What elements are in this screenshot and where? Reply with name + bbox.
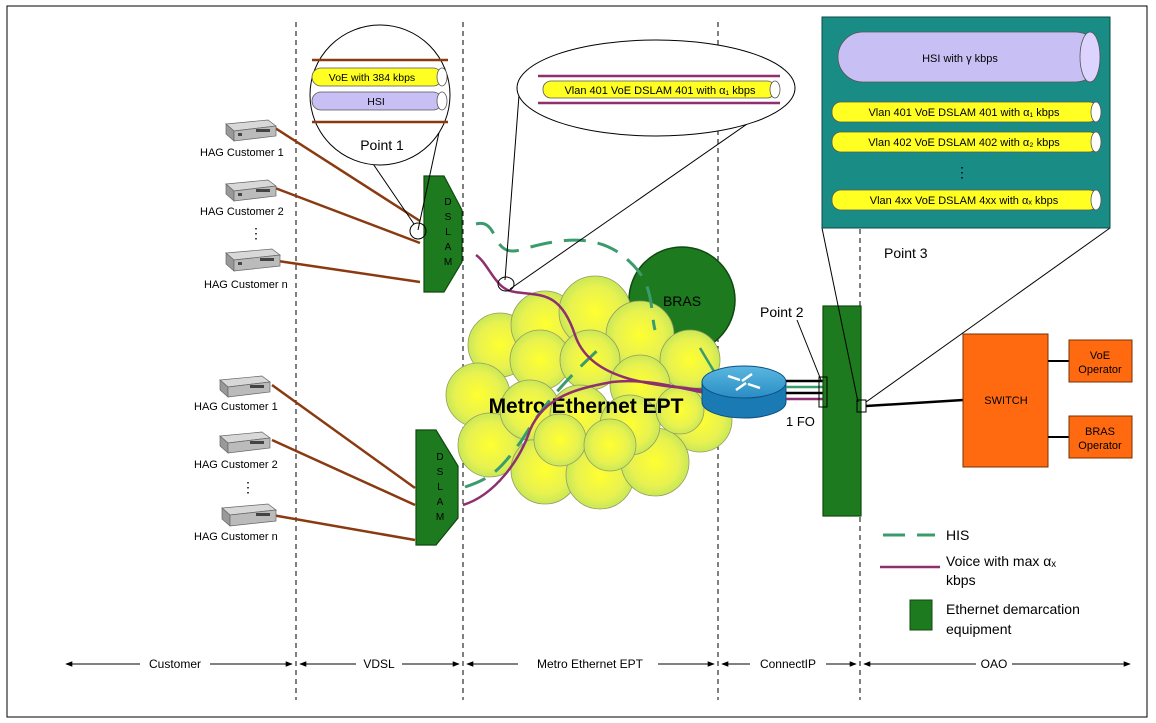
point3-vlan-402: Vlan 402 VoE DSLAM 402 with α₂ kbps [868, 137, 1060, 149]
dslam-bottom-letter-2: S [437, 467, 444, 478]
legend-eth-line2: equipment [946, 621, 1011, 637]
zone-vdsl: VDSL [363, 657, 395, 671]
voe-operator-line2: Operator [1078, 364, 1122, 376]
point2-pointer [796, 319, 822, 381]
legend-voice-line2: kbps [946, 572, 976, 588]
ellipsis-bottom: ⋮ [241, 479, 255, 495]
dslam-bottom-letter-1: D [436, 452, 443, 463]
ellipsis-top: ⋮ [249, 225, 263, 241]
point3-hsi-label: HSI with γ kbps [922, 53, 998, 65]
customer-label-top-2: HAG Customer 2 [200, 206, 284, 218]
vlan-zoom-callout: Vlan 401 VoE DSLAM 401 with α₁ kbps [497, 39, 796, 292]
zone-connectip: ConnectIP [760, 657, 816, 671]
customer-label-bottom-n: HAG Customer n [194, 531, 278, 543]
voe-operator: VoE Operator [1068, 339, 1133, 383]
fo-label: 1 FO [786, 414, 815, 429]
point3-callout: HSI with γ kbps Vlan 401 VoE DSLAM 401 w… [821, 16, 1111, 403]
bras-operator: BRAS Operator [1068, 415, 1133, 459]
legend: HIS Voice with max αₓ kbps Ethernet dema… [880, 527, 1080, 637]
zone-oao: OAO [981, 657, 1008, 671]
dslam-bottom-letter-5: M [436, 512, 444, 523]
customer-label-top-n: HAG Customer n [204, 279, 288, 291]
diagram-frame [6, 5, 1148, 718]
point3-label: Point 3 [884, 245, 928, 261]
zone-metro-ethernet: Metro Ethernet EPT [537, 657, 644, 671]
router-icon [701, 365, 787, 419]
customer-links-top [274, 126, 421, 284]
hag-modem-bottom-2 [219, 431, 271, 454]
point1-hsi-label: HSI [367, 96, 385, 108]
dslam-top-letter-2: S [445, 212, 452, 223]
legend-eth-line1: Ethernet demarcation [946, 601, 1080, 617]
dslam-top-letter-5: M [444, 257, 452, 268]
his-links [464, 221, 657, 489]
zoom-vlan-label: Vlan 401 VoE DSLAM 401 with α₁ kbps [564, 85, 756, 97]
dslam-top-letter-3: L [445, 227, 451, 238]
customer-label-bottom-2: HAG Customer 2 [194, 459, 278, 471]
hag-modem-bottom-1 [219, 375, 271, 398]
hag-modem-top-n [225, 248, 281, 272]
customer-links-bottom [271, 383, 416, 542]
dslam-top: D S L A M [423, 175, 463, 293]
bras-operator-line1: BRAS [1085, 426, 1115, 438]
hag-modem-top-1 [225, 119, 277, 142]
point1-voe-label: VoE with 384 kbps [329, 72, 415, 84]
legend-voice-line1: Voice with max αₓ [946, 553, 1056, 569]
demarc-switch-link [865, 398, 964, 408]
dslam-top-letter-1: D [444, 197, 451, 208]
point3-vlan-4xx: Vlan 4xx VoE DSLAM 4xx with αₓ kbps [870, 195, 1059, 207]
legend-his: HIS [946, 527, 969, 543]
point1-callout: VoE with 384 kbps HSI Point 1 [309, 24, 451, 240]
dslam-bottom-letter-4: A [437, 497, 444, 508]
router-demarc-links [786, 379, 823, 401]
point3-vlan-401: Vlan 401 VoE DSLAM 401 with α₁ kbps [868, 107, 1060, 119]
bras-operator-line2: Operator [1078, 440, 1122, 452]
ethernet-demarcation-equipment [822, 305, 862, 517]
cloud-label: Metro Ethernet EPT [489, 395, 684, 418]
dslam-bottom-letter-3: L [437, 482, 443, 493]
legend-eth-swatch [909, 599, 933, 631]
customer-label-top-1: HAG Customer 1 [200, 147, 284, 159]
voe-operator-line1: VoE [1090, 350, 1110, 362]
hag-modem-top-2 [225, 179, 277, 202]
dslam-bottom: D S L A M [415, 429, 459, 546]
zone-customer: Customer [149, 657, 201, 671]
bras-label: BRAS [663, 293, 701, 309]
switch-label: SWITCH [984, 395, 1027, 407]
switch-box [962, 333, 1049, 468]
customer-label-bottom-1: HAG Customer 1 [194, 401, 278, 413]
point1-label: Point 1 [360, 137, 404, 153]
point2-marker [818, 376, 828, 408]
dslam-top-letter-4: A [445, 242, 452, 253]
hag-modem-bottom-n [221, 503, 277, 527]
point3-ellipsis: ⋮ [955, 164, 969, 180]
point2-label: Point 2 [760, 304, 804, 320]
